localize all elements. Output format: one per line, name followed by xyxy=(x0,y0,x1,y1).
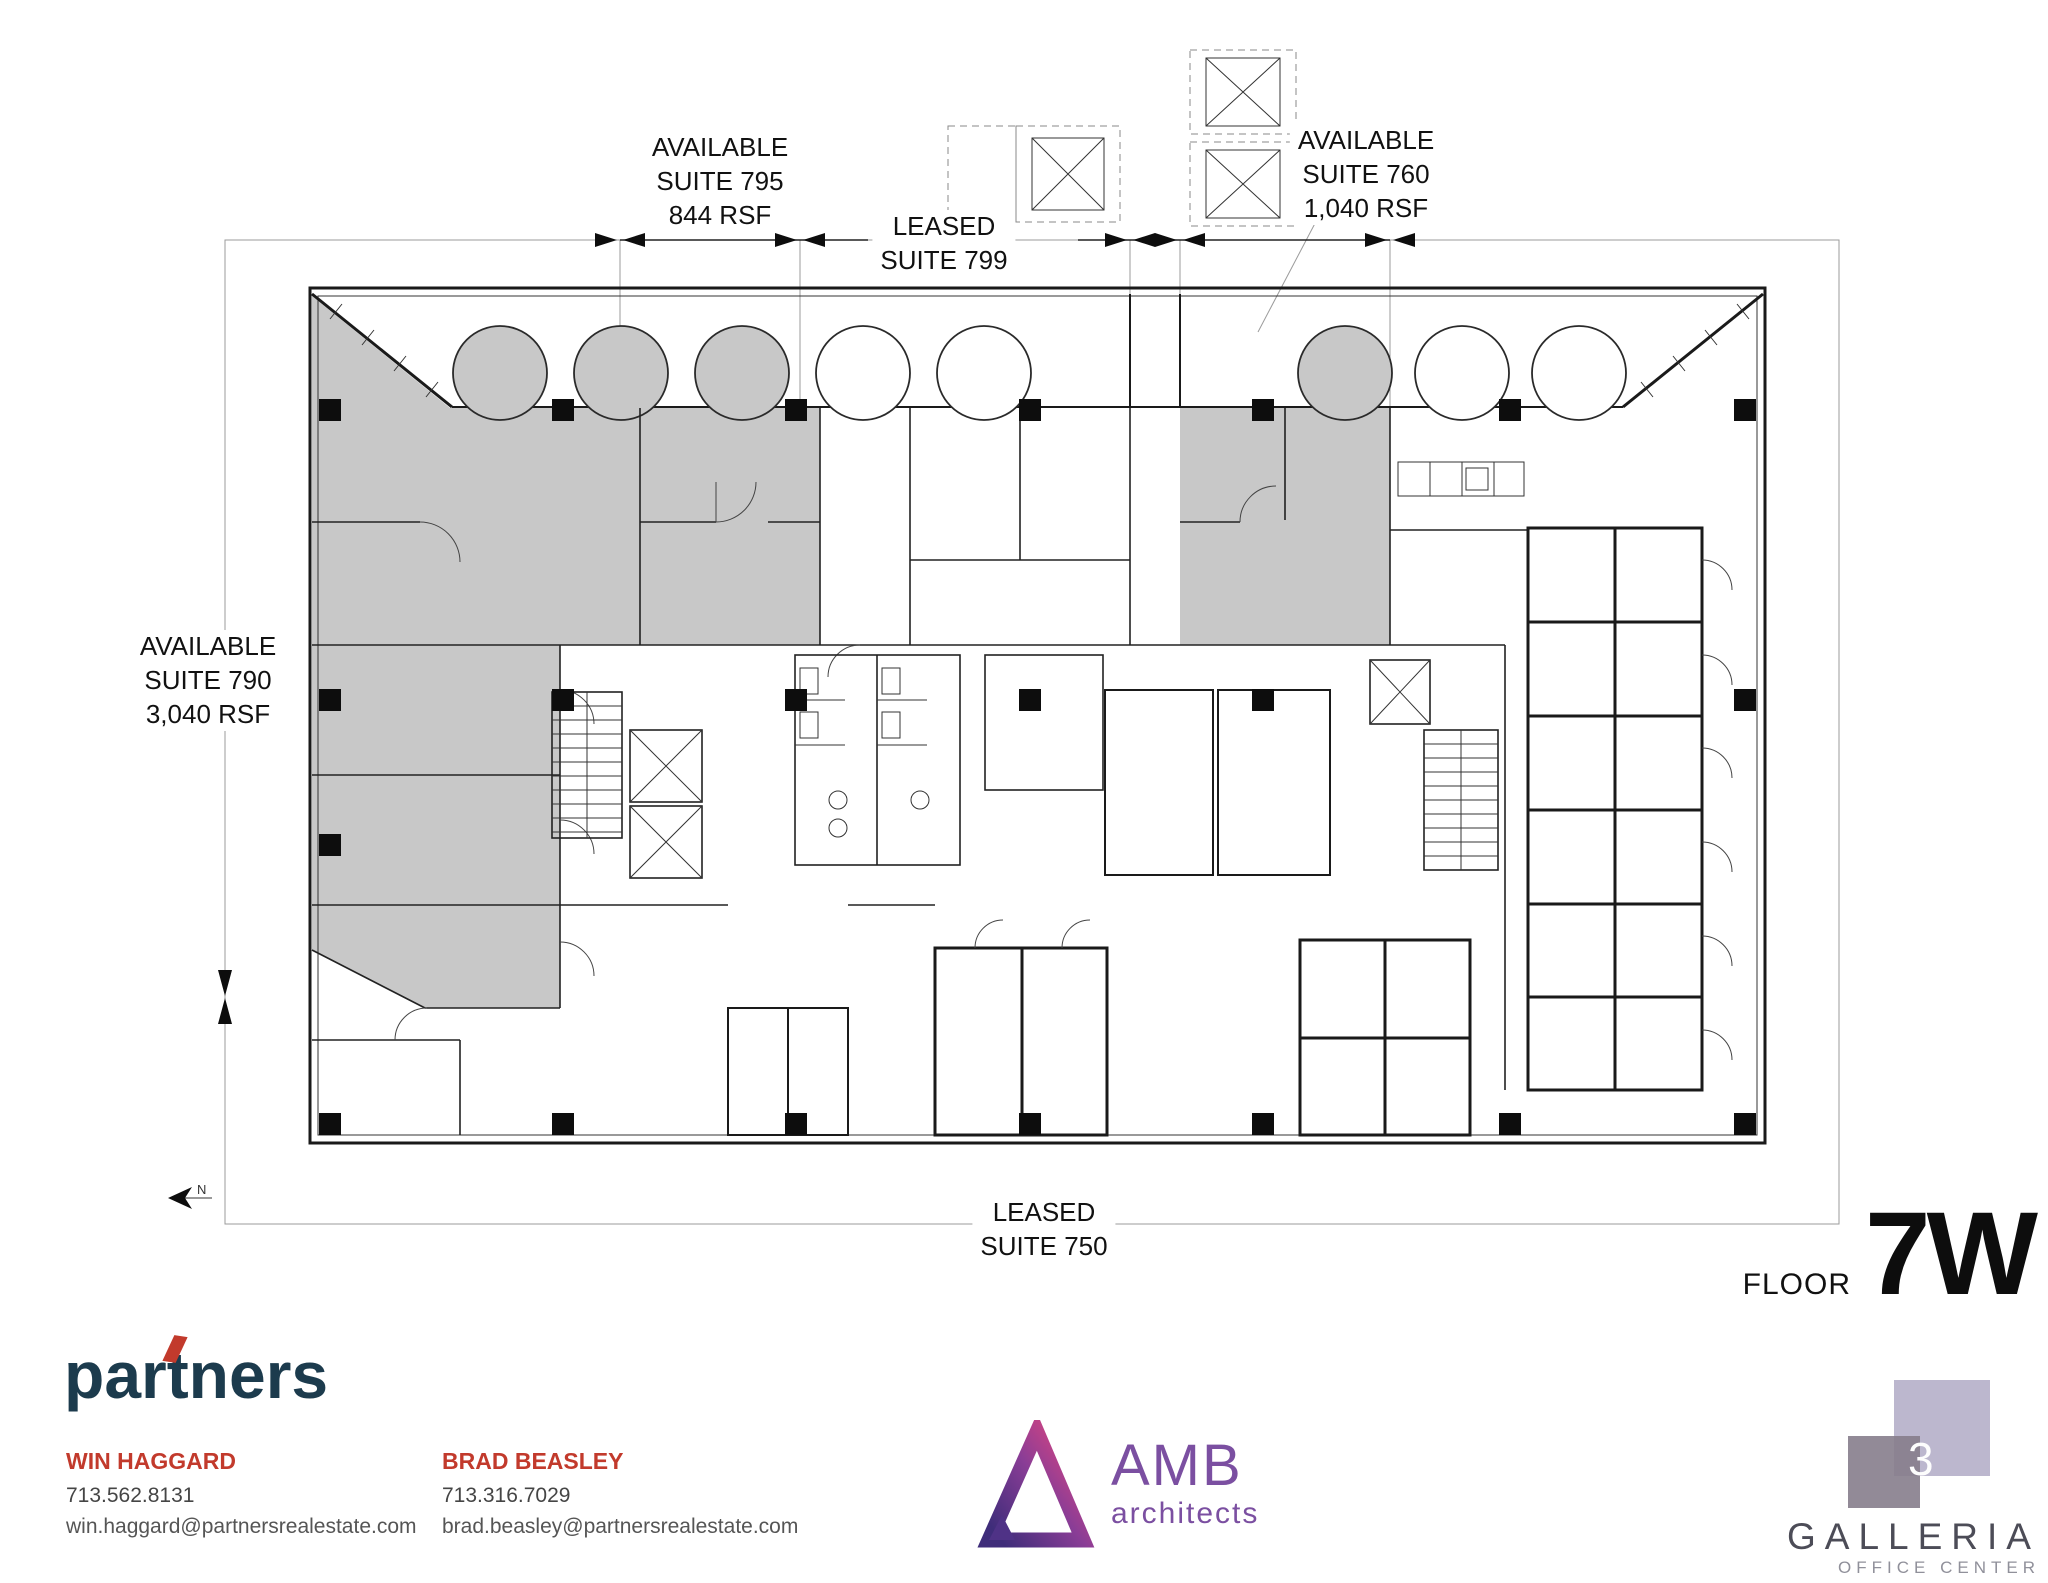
north-arrow-icon: N xyxy=(168,1182,212,1209)
label-suite-790: AVAILABLE SUITE 790 3,040 RSF xyxy=(131,630,285,732)
label-suite-760: AVAILABLE SUITE 760 1,040 RSF xyxy=(1289,124,1443,226)
floor-label: FLOOR xyxy=(1742,1268,1851,1301)
galleria-name: GALLERIA xyxy=(1787,1516,2040,1557)
floor-tag: FLOOR 7W xyxy=(1742,1188,2038,1320)
amb-triangle-icon xyxy=(977,1420,1095,1548)
galleria-tagline: OFFICE CENTER xyxy=(1838,1558,2040,1577)
galleria-number: 3 xyxy=(1908,1433,1934,1485)
contact-phone: 713.316.7029 xyxy=(442,1484,571,1508)
north-label: N xyxy=(197,1182,206,1197)
structural-columns xyxy=(319,399,1756,1135)
window-bays xyxy=(452,325,1627,421)
partners-logo: partners xyxy=(64,1335,328,1408)
interior-partitions xyxy=(311,408,1733,1137)
label-suite-750: LEASED SUITE 750 xyxy=(972,1196,1116,1264)
label-suite-799: LEASED SUITE 799 xyxy=(872,210,1016,278)
contact-brad-beasley: BRAD BEASLEY 713.316.7029 brad.beasley@p… xyxy=(442,1446,798,1542)
galleria-logo: 3 xyxy=(1848,1380,2040,1516)
contact-phone: 713.562.8131 xyxy=(66,1484,195,1508)
contact-name: WIN HAGGARD xyxy=(66,1448,236,1474)
amb-name: AMB xyxy=(1111,1433,1243,1498)
amb-tagline: architects xyxy=(1111,1497,1260,1530)
elevator-shafts xyxy=(947,49,1297,227)
contact-name: BRAD BEASLEY xyxy=(442,1448,624,1474)
floor-number: 7W xyxy=(1865,1188,2038,1320)
contact-win-haggard: WIN HAGGARD 713.562.8131 win.haggard@par… xyxy=(66,1446,417,1542)
contact-email: brad.beasley@partnersrealestate.com xyxy=(442,1515,799,1539)
contact-email: win.haggard@partnersrealestate.com xyxy=(66,1515,417,1539)
label-suite-795: AVAILABLE SUITE 795 844 RSF xyxy=(651,132,789,230)
amb-architects-logo: AMB architects xyxy=(975,1420,1259,1548)
galleria-square-dark xyxy=(1848,1436,1920,1508)
dimension-arrows xyxy=(218,233,1415,1024)
